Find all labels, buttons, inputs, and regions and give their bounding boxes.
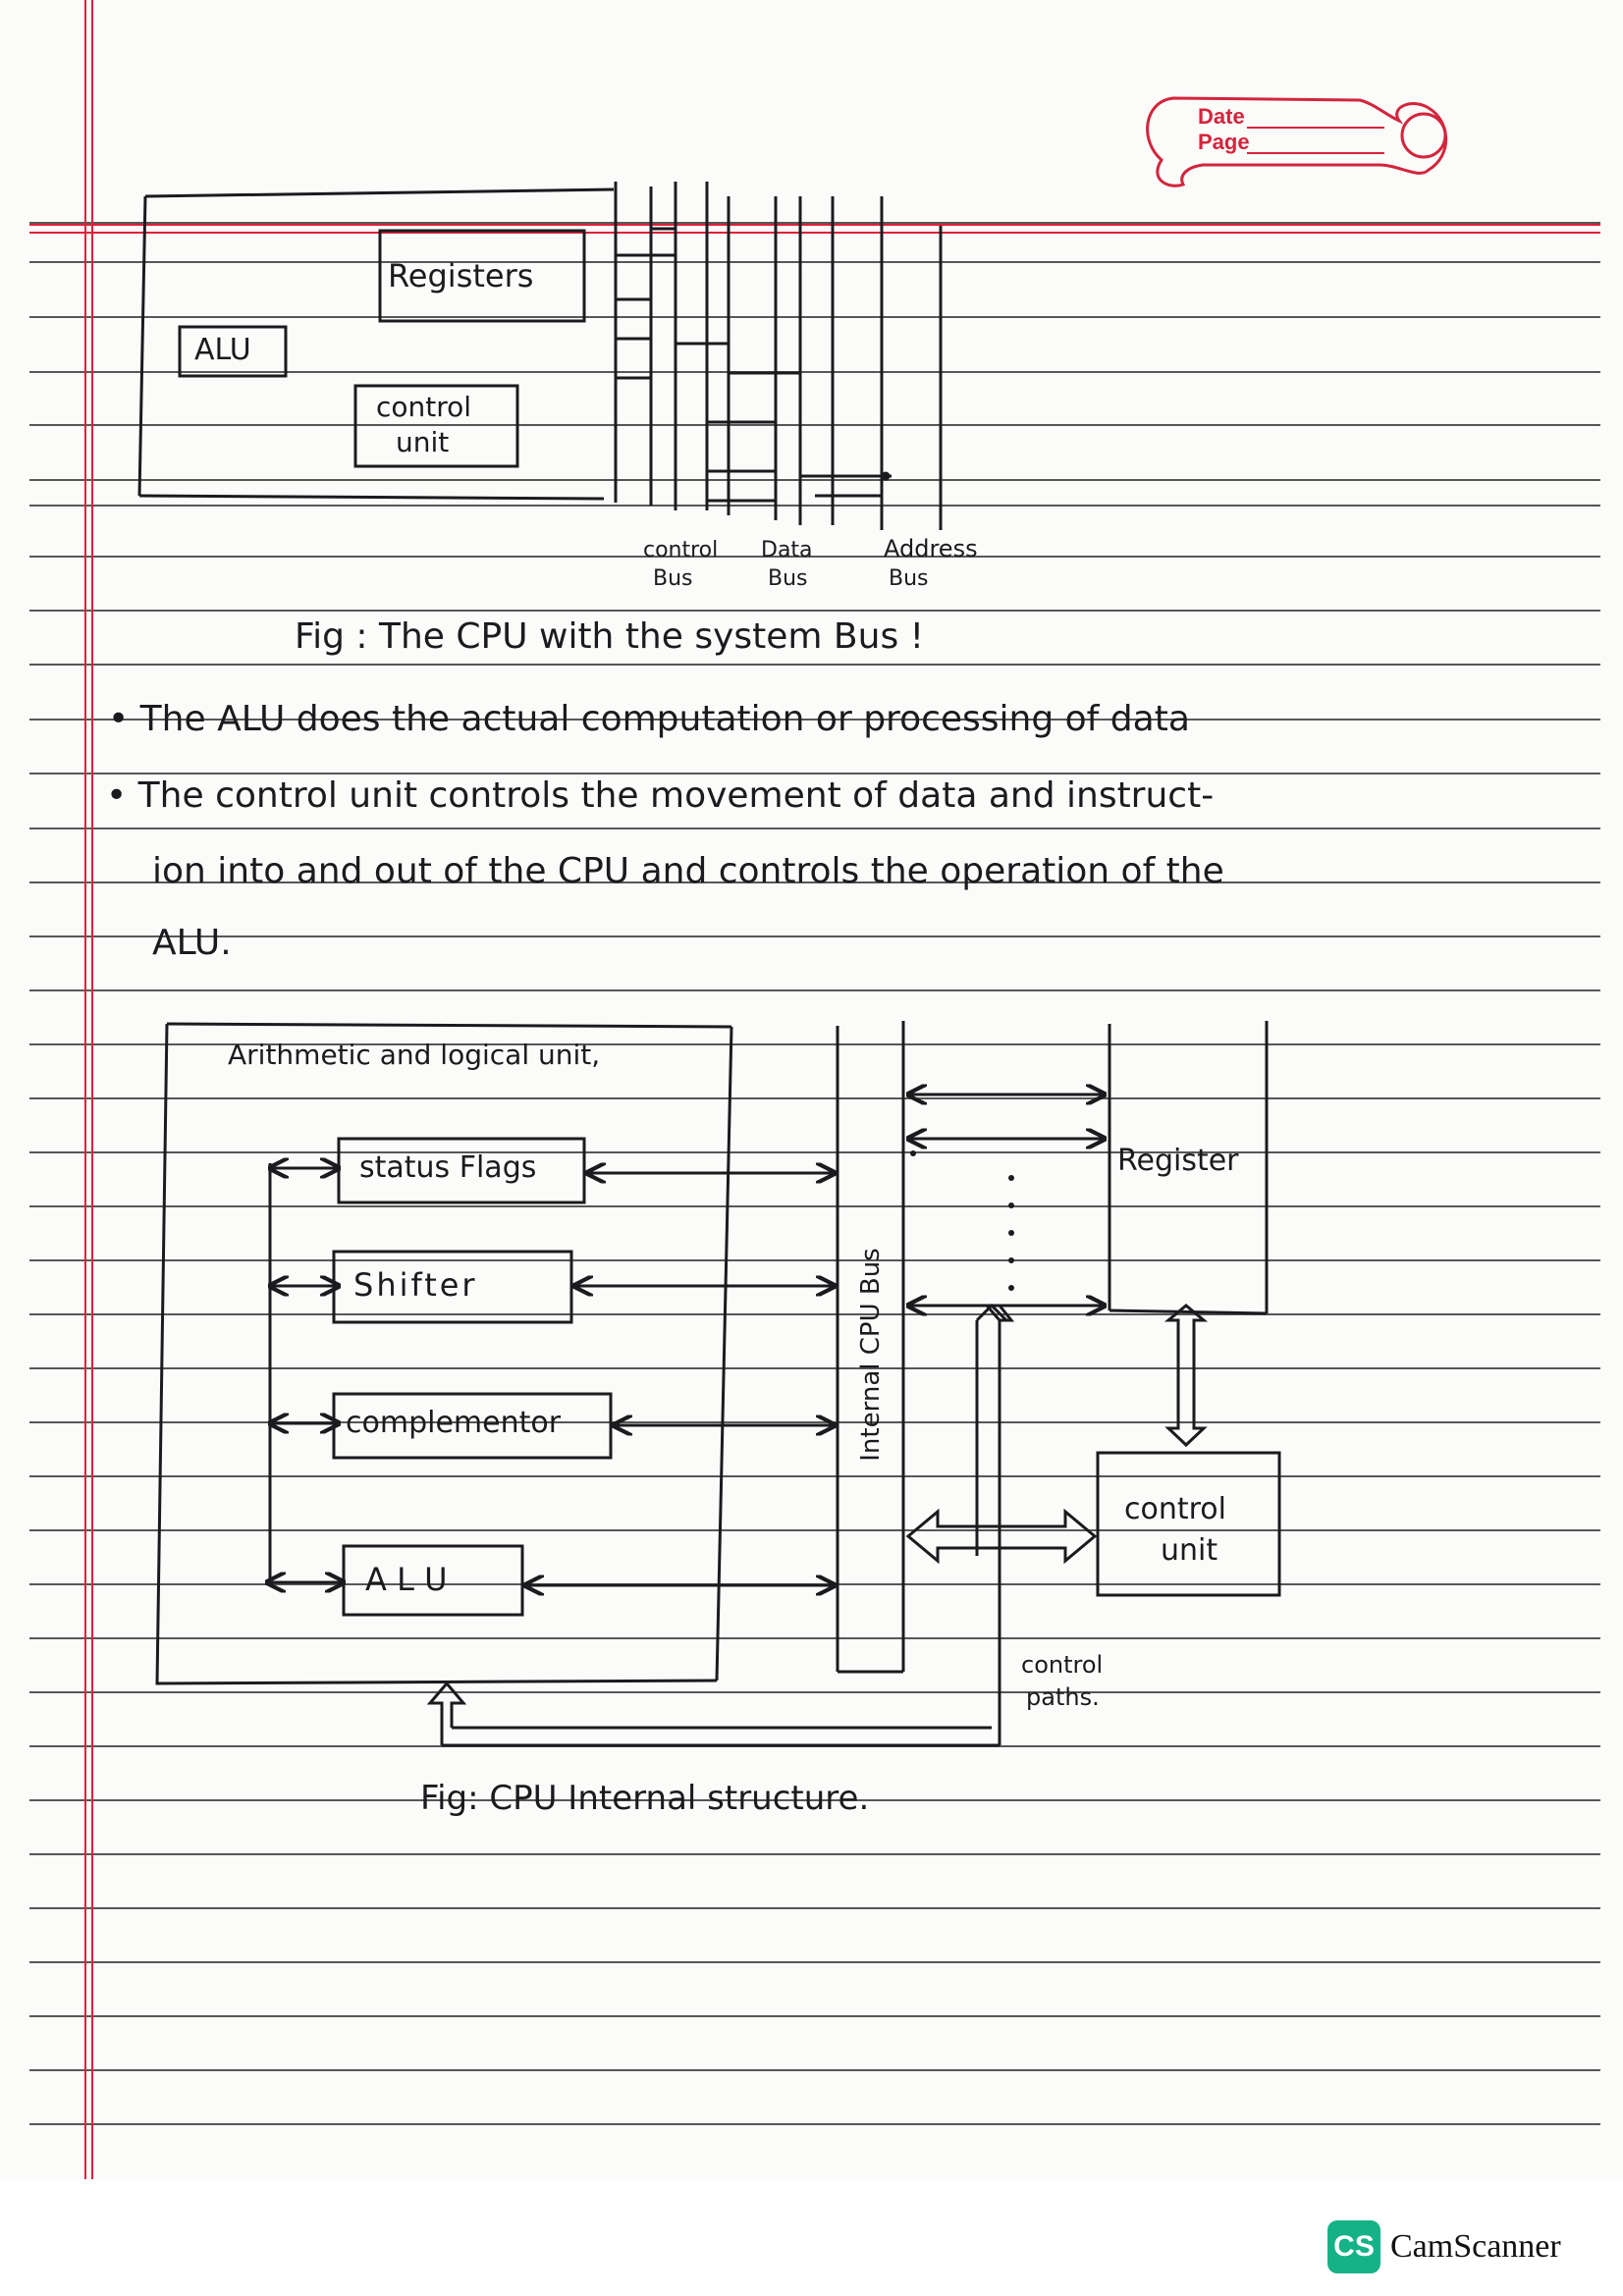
cpu-box-top: [144, 187, 615, 198]
ruled-line: [29, 2069, 1600, 2071]
figure1-caption: Fig : The CPU with the system Bus !: [295, 616, 925, 657]
ruled-line: [29, 1907, 1600, 1909]
control-unit-label-line1: control: [376, 391, 472, 423]
ruled-line: [29, 1367, 1600, 1369]
ruled-line: [29, 1529, 1600, 1531]
ruled-line: [29, 316, 1600, 318]
header-margin-line: [29, 224, 1600, 226]
registers-box: [378, 229, 586, 323]
ruled-line: [29, 664, 1600, 666]
note-alu: • The ALU does the actual computation or…: [108, 699, 1190, 739]
status-flags-box: [337, 1137, 586, 1204]
ruled-line: [29, 371, 1600, 373]
left-margin-line: [84, 0, 86, 2179]
ruled-line: [29, 610, 1600, 612]
figure2-caption: Fig: CPU Internal structure.: [420, 1779, 870, 1818]
note-control-unit-line1: • The control unit controls the movement…: [106, 775, 1215, 816]
complementor-label: complementor: [346, 1406, 562, 1440]
header-margin-line: [29, 232, 1600, 234]
note-control-unit-line2: ion into and out of the CPU and controls…: [152, 851, 1224, 891]
date-page-stamp: Date Page: [1134, 86, 1458, 194]
ruled-line: [29, 222, 1600, 224]
ruled-line: [29, 881, 1600, 883]
page-label: Page: [1198, 130, 1250, 154]
ruled-line: [29, 1961, 1600, 1963]
address-bus-label-line2: Bus: [889, 566, 929, 591]
ruled-line: [29, 424, 1600, 426]
ruled-line: [29, 719, 1600, 721]
ruled-line: [29, 1475, 1600, 1477]
data-bus-label-line2: Bus: [768, 566, 808, 591]
notebook-page: Date Page: [29, 0, 1600, 2179]
control-bus-label-line1: control: [643, 538, 719, 562]
ruled-line: [29, 1853, 1600, 1855]
figure2-diagram: [155, 1021, 1281, 1747]
alu-label-fig1: ALU: [194, 333, 251, 367]
ruled-line: [29, 935, 1600, 937]
ruled-line: [29, 1151, 1600, 1153]
status-flags-label: status Flags: [359, 1150, 537, 1185]
ruled-line: [29, 1043, 1600, 1045]
ruled-line: [29, 2123, 1600, 2125]
control-unit-label-fig2-line1: control: [1124, 1492, 1226, 1526]
shifter-box: [332, 1250, 573, 1324]
ruled-line: [29, 261, 1600, 263]
camscanner-watermark: CS CamScanner: [1327, 2220, 1561, 2273]
data-bus-label-line1: Data: [761, 538, 813, 562]
ruled-line: [29, 1799, 1600, 1801]
figure1-diagram: [137, 182, 943, 530]
ruled-line: [29, 1097, 1600, 1099]
control-unit-label-line2: unit: [396, 426, 450, 458]
ruled-line: [29, 989, 1600, 991]
date-stamp-outline: [1146, 96, 1448, 187]
ruled-line: [29, 773, 1600, 774]
shifter-label: Shifter: [353, 1266, 478, 1304]
ruled-line: [29, 1313, 1600, 1315]
alu-box-fig1: [178, 325, 288, 378]
note-control-unit-line3: ALU.: [152, 923, 232, 963]
alu-group-label: Arithmetic and logical unit,: [228, 1039, 601, 1071]
camscanner-logo-icon: CS: [1327, 2220, 1380, 2273]
date-label: Date: [1198, 104, 1245, 129]
control-paths-label-line2: paths.: [1026, 1683, 1100, 1711]
alu-label-fig2: A L U: [365, 1561, 448, 1598]
control-unit-box-fig1: [353, 384, 519, 468]
control-unit-label-fig2-line2: unit: [1161, 1533, 1218, 1568]
ruled-line: [29, 1637, 1600, 1639]
ruled-line: [29, 1259, 1600, 1261]
ruled-line: [29, 1691, 1600, 1693]
registers-label: Registers: [388, 257, 534, 294]
left-margin-line: [91, 0, 93, 2179]
control-bus-label-line2: Bus: [653, 566, 693, 591]
ruled-line: [29, 1205, 1600, 1207]
ruled-line: [29, 828, 1600, 829]
alu-box-fig2: [342, 1544, 524, 1617]
register-label: Register: [1117, 1144, 1239, 1178]
camscanner-brand: CamScanner: [1390, 2228, 1561, 2265]
ruled-line: [29, 2015, 1600, 2017]
ruled-line: [29, 505, 1600, 507]
address-bus-label-line1: Address: [884, 535, 978, 562]
ruled-line: [29, 556, 1600, 558]
internal-cpu-bus-label: Internal CPU Bus: [856, 1248, 886, 1462]
ruled-line: [29, 479, 1600, 481]
control-paths-label-line1: control: [1021, 1651, 1104, 1679]
complementor-box: [332, 1392, 613, 1460]
